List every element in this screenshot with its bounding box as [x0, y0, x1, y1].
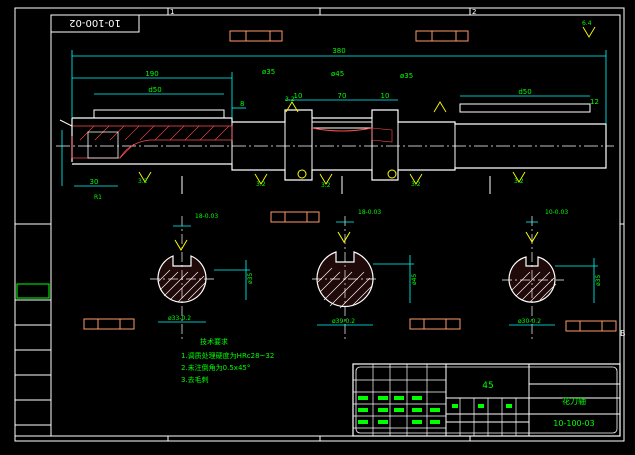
zone-mark-2: 2 [472, 8, 476, 16]
section-hatch-middle [311, 127, 373, 132]
section-b-diameter: ø45 [411, 274, 418, 285]
outer-border [14, 7, 625, 442]
section-c-width: 10-0.03 [545, 209, 568, 216]
title-block-labels [358, 396, 512, 424]
zone-mark-1: 1 [170, 8, 174, 16]
tolerance-frame-6 [565, 320, 617, 332]
dim-8: 8 [240, 100, 244, 108]
side-panel-header [16, 283, 50, 299]
roughness-value: 3.2 [411, 181, 421, 188]
center-bore [87, 131, 119, 159]
tolerance-frame-4 [83, 318, 135, 330]
roughness-value: 3.2 [256, 181, 266, 188]
roughness-value: 3.2 [514, 178, 524, 185]
keyway-left [93, 109, 225, 119]
roughness-value: 3.2 [138, 178, 148, 185]
section-hatch-left [71, 125, 233, 159]
section-view-b[interactable] [312, 216, 414, 340]
tech-req-line-2: 2.未注倒角为0.5x45° [181, 363, 250, 372]
roughness-symbols [138, 26, 596, 185]
roughness-value: 3.2 [321, 182, 331, 189]
tech-req-title: 技术要求 [200, 337, 228, 346]
title-block-part-name: 花刀轴 [562, 396, 586, 406]
section-a-depth: ø33-0.2 [168, 315, 191, 322]
dim-keyway-right: d50 [518, 88, 531, 96]
tolerance-frame-1 [229, 30, 283, 42]
section-cut-marker [387, 169, 397, 179]
shaft-main-view[interactable] [56, 103, 614, 194]
section-b-depth: ø39-0.2 [332, 318, 355, 325]
tolerance-frame-5 [409, 318, 461, 330]
shaft-outline [72, 109, 607, 181]
keyway-right [459, 103, 591, 113]
section-view-c[interactable] [502, 216, 598, 340]
main-dimensions [61, 50, 607, 187]
dim-30: 30 [90, 178, 99, 186]
section-c-depth: ø30-0.2 [518, 318, 541, 325]
dim-10-left: 10 [294, 92, 303, 100]
dim-keyway-left: d50 [148, 86, 161, 94]
dim-10-right: 10 [381, 92, 390, 100]
drawing-number-box [50, 14, 140, 33]
section-cut-marker [297, 169, 307, 179]
section-a-diameter: ø35 [247, 273, 254, 284]
roughness-value-general: 6.4 [582, 20, 592, 27]
section-view-a[interactable] [150, 216, 250, 340]
dim-dia-journal-right: ø35 [400, 72, 413, 80]
dim-190: 190 [145, 70, 158, 78]
section-a-width: 18-0.03 [195, 213, 218, 220]
dim-total-length: 380 [332, 47, 345, 55]
side-panel [14, 223, 52, 437]
title-block-drawing-number: 10-100-03 [553, 419, 594, 428]
technical-requirements: 技术要求 1.调质处理硬度为HRc28~32 2.未注倒角为0.5x45° 3.… [181, 337, 274, 384]
tolerance-frame-3 [270, 211, 320, 223]
dim-70: 70 [338, 92, 347, 100]
section-b-width: 18-0.03 [358, 209, 381, 216]
title-block-material: 45 [482, 381, 493, 391]
drawing-number-top-left: 10-100-02 [69, 17, 121, 28]
dim-dia-middle: ø45 [331, 70, 344, 78]
tech-req-line-1: 1.调质处理硬度为HRc28~32 [181, 351, 274, 360]
section-c-diameter: ø35 [595, 275, 602, 286]
hatch-lines-left [79, 125, 230, 159]
tech-req-line-3: 3.去毛刺 [181, 375, 209, 384]
tolerance-frame-2 [415, 30, 469, 42]
zone-mark-b: B [620, 329, 626, 338]
roughness-value: 3.2 [285, 96, 295, 103]
section-hatch-right [371, 127, 393, 143]
dim-dia-journal-left: ø35 [262, 68, 275, 76]
keyway-middle [311, 121, 373, 129]
dim-r1: R1 [94, 194, 102, 201]
dim-12: 12 [590, 98, 599, 106]
chamfer-left [59, 119, 73, 136]
title-block[interactable]: 45 花刀轴 10-100-03 [352, 363, 621, 437]
